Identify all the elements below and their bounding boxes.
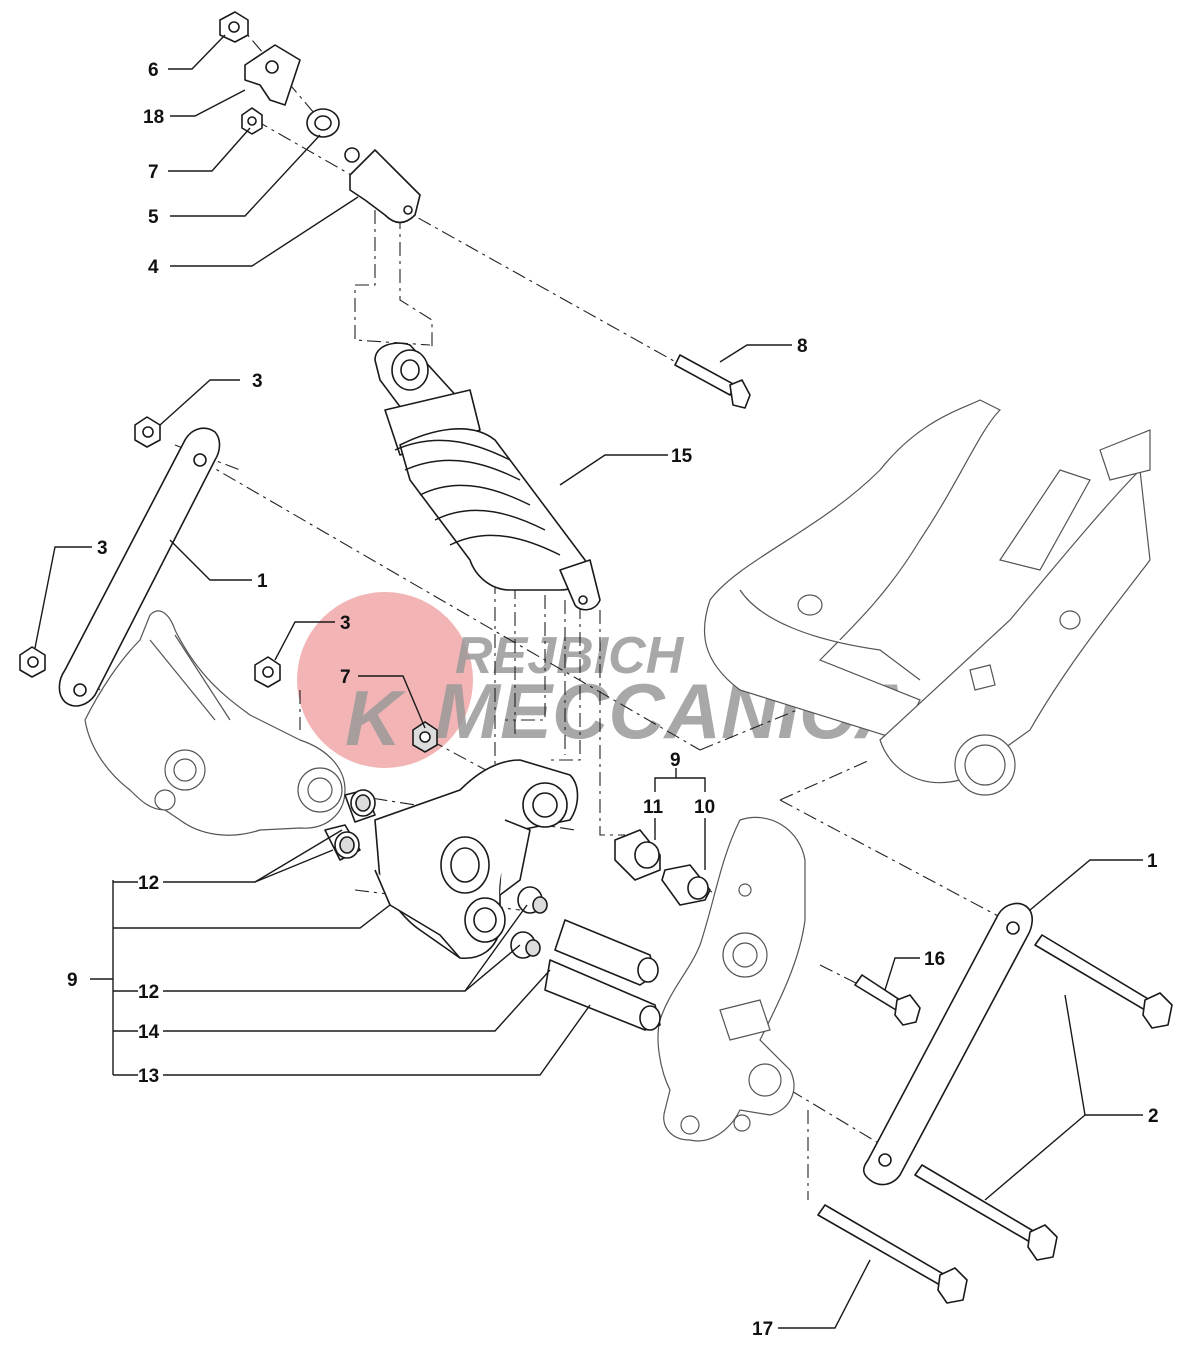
swingarm <box>703 399 1151 796</box>
tie-rod-left <box>58 427 221 707</box>
callout-8: 8 <box>797 336 808 357</box>
callout-3: 3 <box>252 371 263 392</box>
callout-13: 13 <box>138 1066 159 1087</box>
bolts <box>674 354 1173 1304</box>
callout-9: 9 <box>670 750 681 771</box>
watermark-line1: REJBICH <box>455 627 685 685</box>
callout-2: 2 <box>1148 1106 1159 1127</box>
leader-lines <box>34 34 1143 1329</box>
bearings-bushings <box>324 789 711 1031</box>
callout-4: 4 <box>148 257 159 278</box>
callout-12: 12 <box>138 982 159 1003</box>
linkage-rocker <box>374 759 579 959</box>
callout-5: 5 <box>148 207 159 228</box>
nuts <box>19 11 438 753</box>
callouts: 6 18 7 5 4 8 3 3 1 3 7 15 9 11 10 1 16 1… <box>67 60 1159 1340</box>
bolt-icon <box>674 354 736 396</box>
callout-1: 1 <box>257 571 268 592</box>
callout-1: 1 <box>1147 851 1158 872</box>
tie-rod-right <box>862 902 1033 1186</box>
callout-12: 12 <box>138 873 159 894</box>
callout-18: 18 <box>143 107 164 128</box>
callout-9: 9 <box>67 970 78 991</box>
bracket-icon <box>244 44 301 106</box>
frame-bracket <box>84 610 346 836</box>
callout-14: 14 <box>138 1022 160 1043</box>
upper-mount <box>244 44 421 224</box>
watermark-initial: K <box>345 674 407 762</box>
clevis-icon <box>349 149 421 224</box>
assembly-lines <box>89 19 1016 1200</box>
callout-6: 6 <box>148 60 159 81</box>
callout-16: 16 <box>924 949 945 970</box>
callout-3: 3 <box>97 538 108 559</box>
callout-15: 15 <box>671 446 693 467</box>
callout-17: 17 <box>752 1319 773 1340</box>
rear-shock-absorber <box>374 342 601 611</box>
callout-7: 7 <box>340 667 351 688</box>
callout-10: 10 <box>694 797 715 818</box>
callout-7: 7 <box>148 162 159 183</box>
callout-3: 3 <box>340 613 351 634</box>
callout-11: 11 <box>643 797 664 818</box>
right-frame-bracket <box>657 816 806 1142</box>
